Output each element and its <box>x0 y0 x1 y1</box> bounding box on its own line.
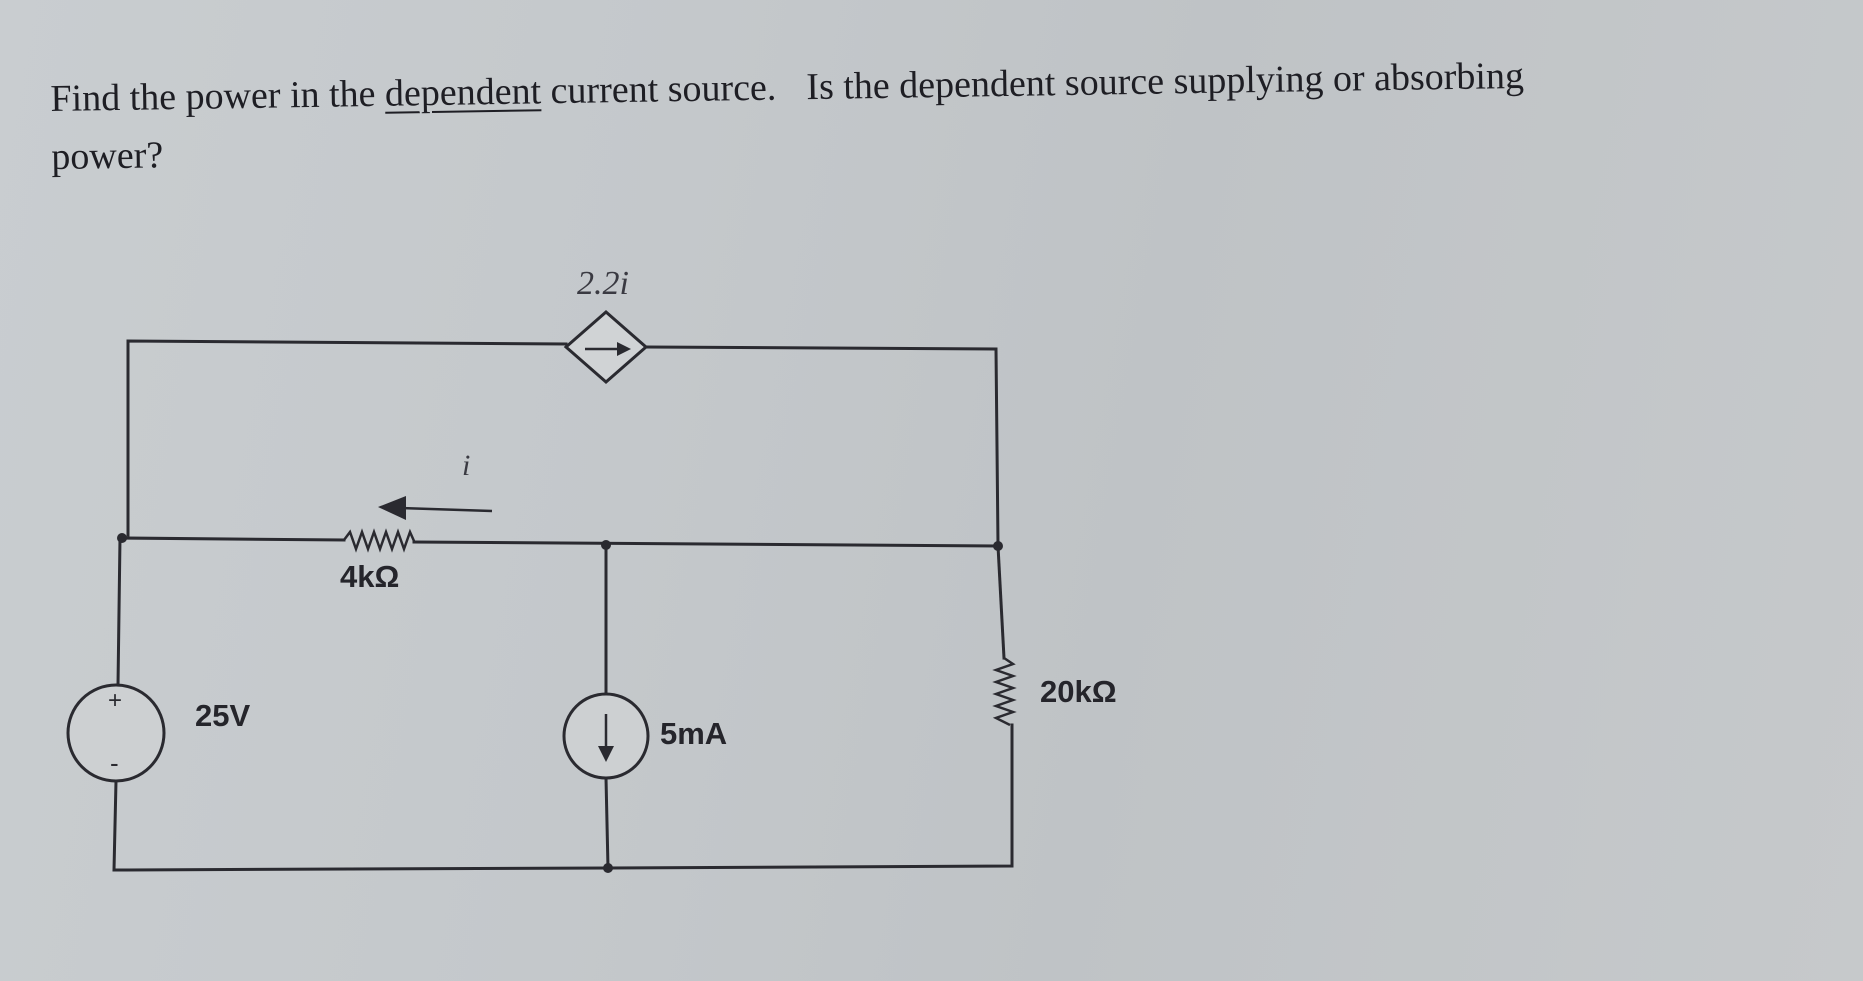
top-wire-left <box>126 339 568 537</box>
voltage-source-label: 25V <box>195 698 250 733</box>
resistor-4k-label: 4kΩ <box>340 559 399 594</box>
middle-wire-left <box>118 536 346 542</box>
arrow-left-icon <box>378 496 406 520</box>
arrow-right-icon <box>617 342 631 356</box>
voltage-source-plus: + <box>108 687 122 714</box>
voltage-source-25v: + - <box>66 683 166 783</box>
middle-wire-right <box>412 540 1000 548</box>
dependent-source-label: 2.2i <box>577 265 629 302</box>
current-source-label: 5mA <box>660 716 727 751</box>
bottom-wire <box>112 723 1014 872</box>
arrow-down-icon <box>598 746 614 762</box>
left-wire-upper <box>116 536 122 687</box>
current-i-label: i <box>462 449 470 482</box>
current-i-arrow <box>378 496 493 520</box>
resistor-20k <box>992 656 1017 727</box>
right-wire-upper <box>996 544 1006 660</box>
top-wire-right <box>644 345 1000 547</box>
current-source-5ma <box>562 692 650 780</box>
resistor-4k <box>343 528 416 553</box>
voltage-source-minus: - <box>110 748 119 778</box>
middle-branch-lower <box>604 776 610 870</box>
dependent-current-source <box>563 310 649 384</box>
resistor-20k-label: 20kΩ <box>1040 674 1117 709</box>
